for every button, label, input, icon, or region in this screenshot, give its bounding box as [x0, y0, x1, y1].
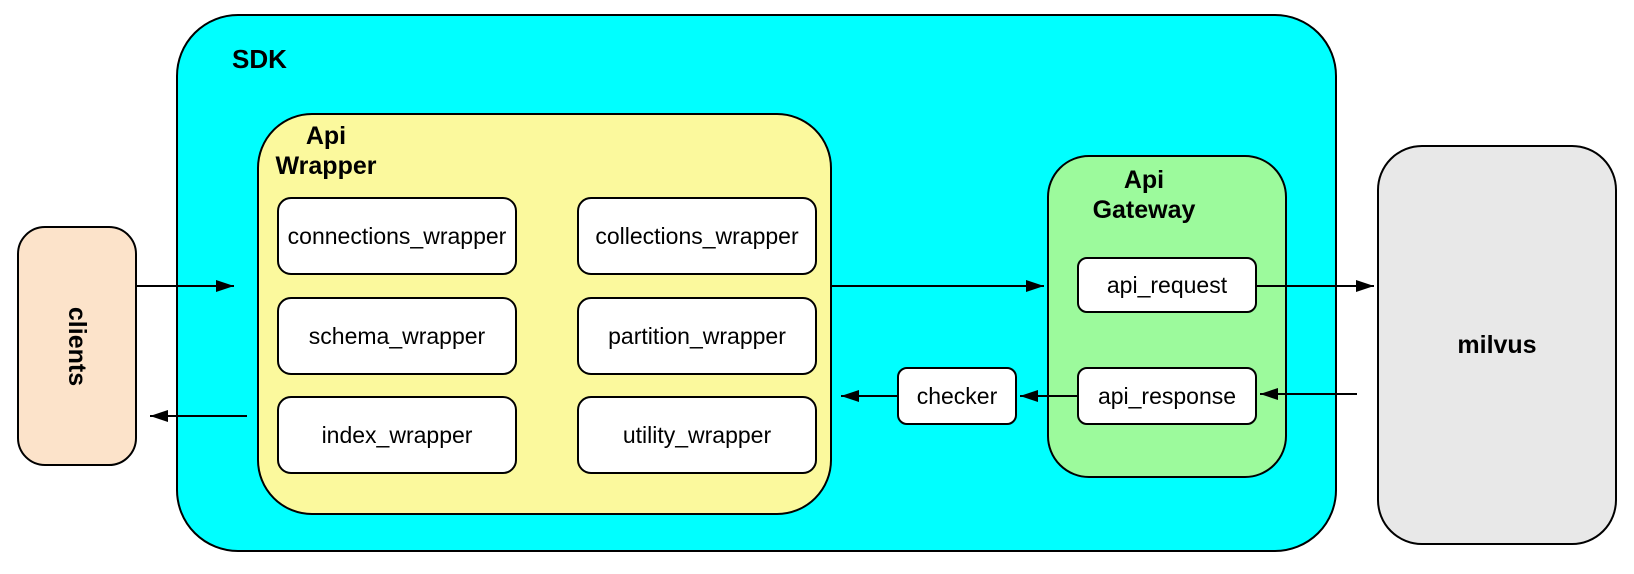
milvus-box: milvus [1377, 145, 1617, 545]
checker-box: checker [897, 367, 1017, 425]
api-gateway-container: Api Gateway [1047, 155, 1287, 478]
api-wrapper-label: Api Wrapper [275, 122, 377, 180]
partition-wrapper-box: partition_wrapper [577, 297, 817, 375]
sdk-label: SDK [232, 44, 287, 74]
schema-wrapper-box: schema_wrapper [277, 297, 517, 375]
utility-wrapper-box: utility_wrapper [577, 396, 817, 474]
api-response-box: api_response [1077, 367, 1257, 425]
clients-box: clients [17, 226, 137, 466]
clients-label: clients [63, 306, 92, 386]
connections-wrapper-box: connections_wrapper [277, 197, 517, 275]
api-request-box: api_request [1077, 257, 1257, 313]
api-gateway-label: Api Gateway [1092, 166, 1196, 224]
index-wrapper-box: index_wrapper [277, 396, 517, 474]
collections-wrapper-box: collections_wrapper [577, 197, 817, 275]
